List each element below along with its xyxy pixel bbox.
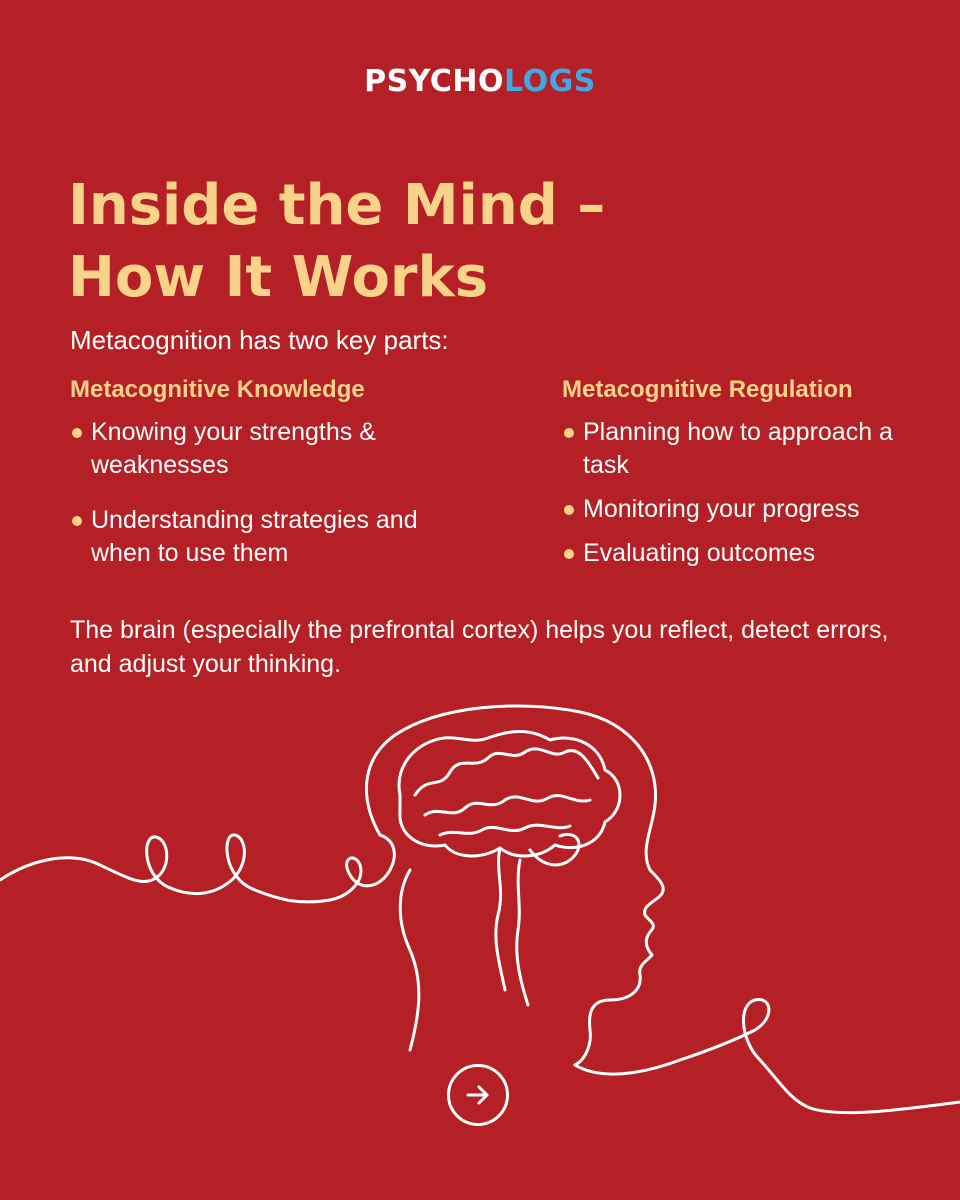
list-item: Planning how to approach a task — [562, 416, 922, 482]
brand-logo-part-2: LOGS — [504, 64, 596, 99]
page-title: Inside the Mind – How It Works — [68, 170, 888, 314]
brand-logo-part-1: PSYCHO — [364, 64, 505, 99]
knowledge-column: Metacognitive Knowledge Knowing your str… — [70, 372, 450, 570]
list-item-text: Planning how to approach a task — [583, 418, 893, 479]
regulation-list: Planning how to approach a task Monitori… — [562, 416, 922, 570]
regulation-heading: Metacognitive Regulation — [562, 376, 853, 403]
bullet-dot-icon — [72, 516, 82, 526]
intro-text: Metacognition has two key parts: — [70, 325, 449, 355]
knowledge-list: Knowing your strengths & weaknesses Unde… — [70, 416, 450, 570]
list-item-text: Knowing your strengths & weaknesses — [91, 418, 376, 479]
bullet-dot-icon — [564, 428, 574, 438]
list-item: Knowing your strengths & weaknesses — [70, 416, 450, 482]
list-item-text: Evaluating outcomes — [583, 539, 816, 567]
page-title-line-1: Inside the Mind – — [68, 173, 606, 238]
list-item-text: Monitoring your progress — [583, 495, 860, 523]
knowledge-heading: Metacognitive Knowledge — [70, 376, 365, 403]
bullet-dot-icon — [564, 505, 574, 515]
bullet-dot-icon — [564, 549, 574, 559]
list-item: Monitoring your progress — [562, 493, 922, 526]
bullet-dot-icon — [72, 428, 82, 438]
brand-logo: PSYCHOLOGS — [0, 62, 960, 102]
regulation-column: Metacognitive Regulation Planning how to… — [562, 372, 922, 570]
list-item: Evaluating outcomes — [562, 537, 922, 570]
arrow-right-icon — [466, 1085, 489, 1105]
summary-text: The brain (especially the prefrontal cor… — [70, 616, 889, 678]
next-button[interactable] — [447, 1064, 509, 1126]
page-title-line-2: How It Works — [68, 245, 489, 310]
list-item: Understanding strategies and when to use… — [70, 504, 450, 570]
list-item-text: Understanding strategies and when to use… — [91, 506, 418, 567]
